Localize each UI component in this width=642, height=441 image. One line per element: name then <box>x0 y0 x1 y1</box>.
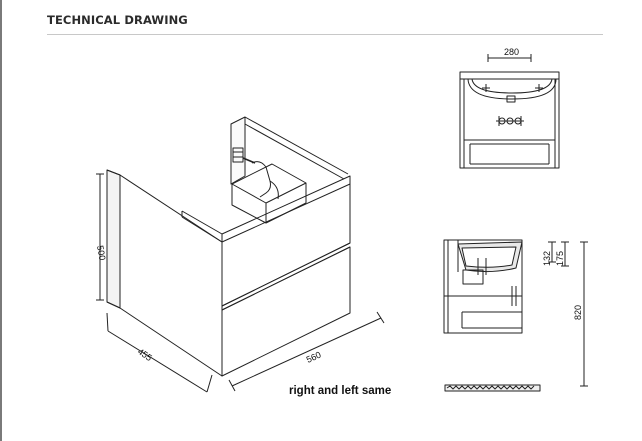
dim-label-280: 280 <box>504 47 519 57</box>
drawing-caption: right and left same <box>289 385 392 397</box>
section-strip <box>444 384 541 392</box>
page-title: TECHNICAL DRAWING <box>47 13 188 27</box>
dimension-depth-455 <box>106 312 213 393</box>
page-left-border <box>0 0 2 441</box>
dim-label-175: 175 <box>555 251 565 266</box>
dimension-height-500 <box>96 173 104 301</box>
title-divider <box>47 34 603 35</box>
dimension-width-560 <box>228 311 385 392</box>
dim-label-132: 132 <box>542 251 552 266</box>
side-section-drawing <box>443 239 588 387</box>
dim-label-820: 820 <box>573 305 583 320</box>
cabinet-isometric <box>106 116 351 377</box>
top-view-drawing <box>459 54 560 169</box>
dim-label-500: 500 <box>95 245 107 262</box>
dim-label-455: 455 <box>136 346 154 363</box>
